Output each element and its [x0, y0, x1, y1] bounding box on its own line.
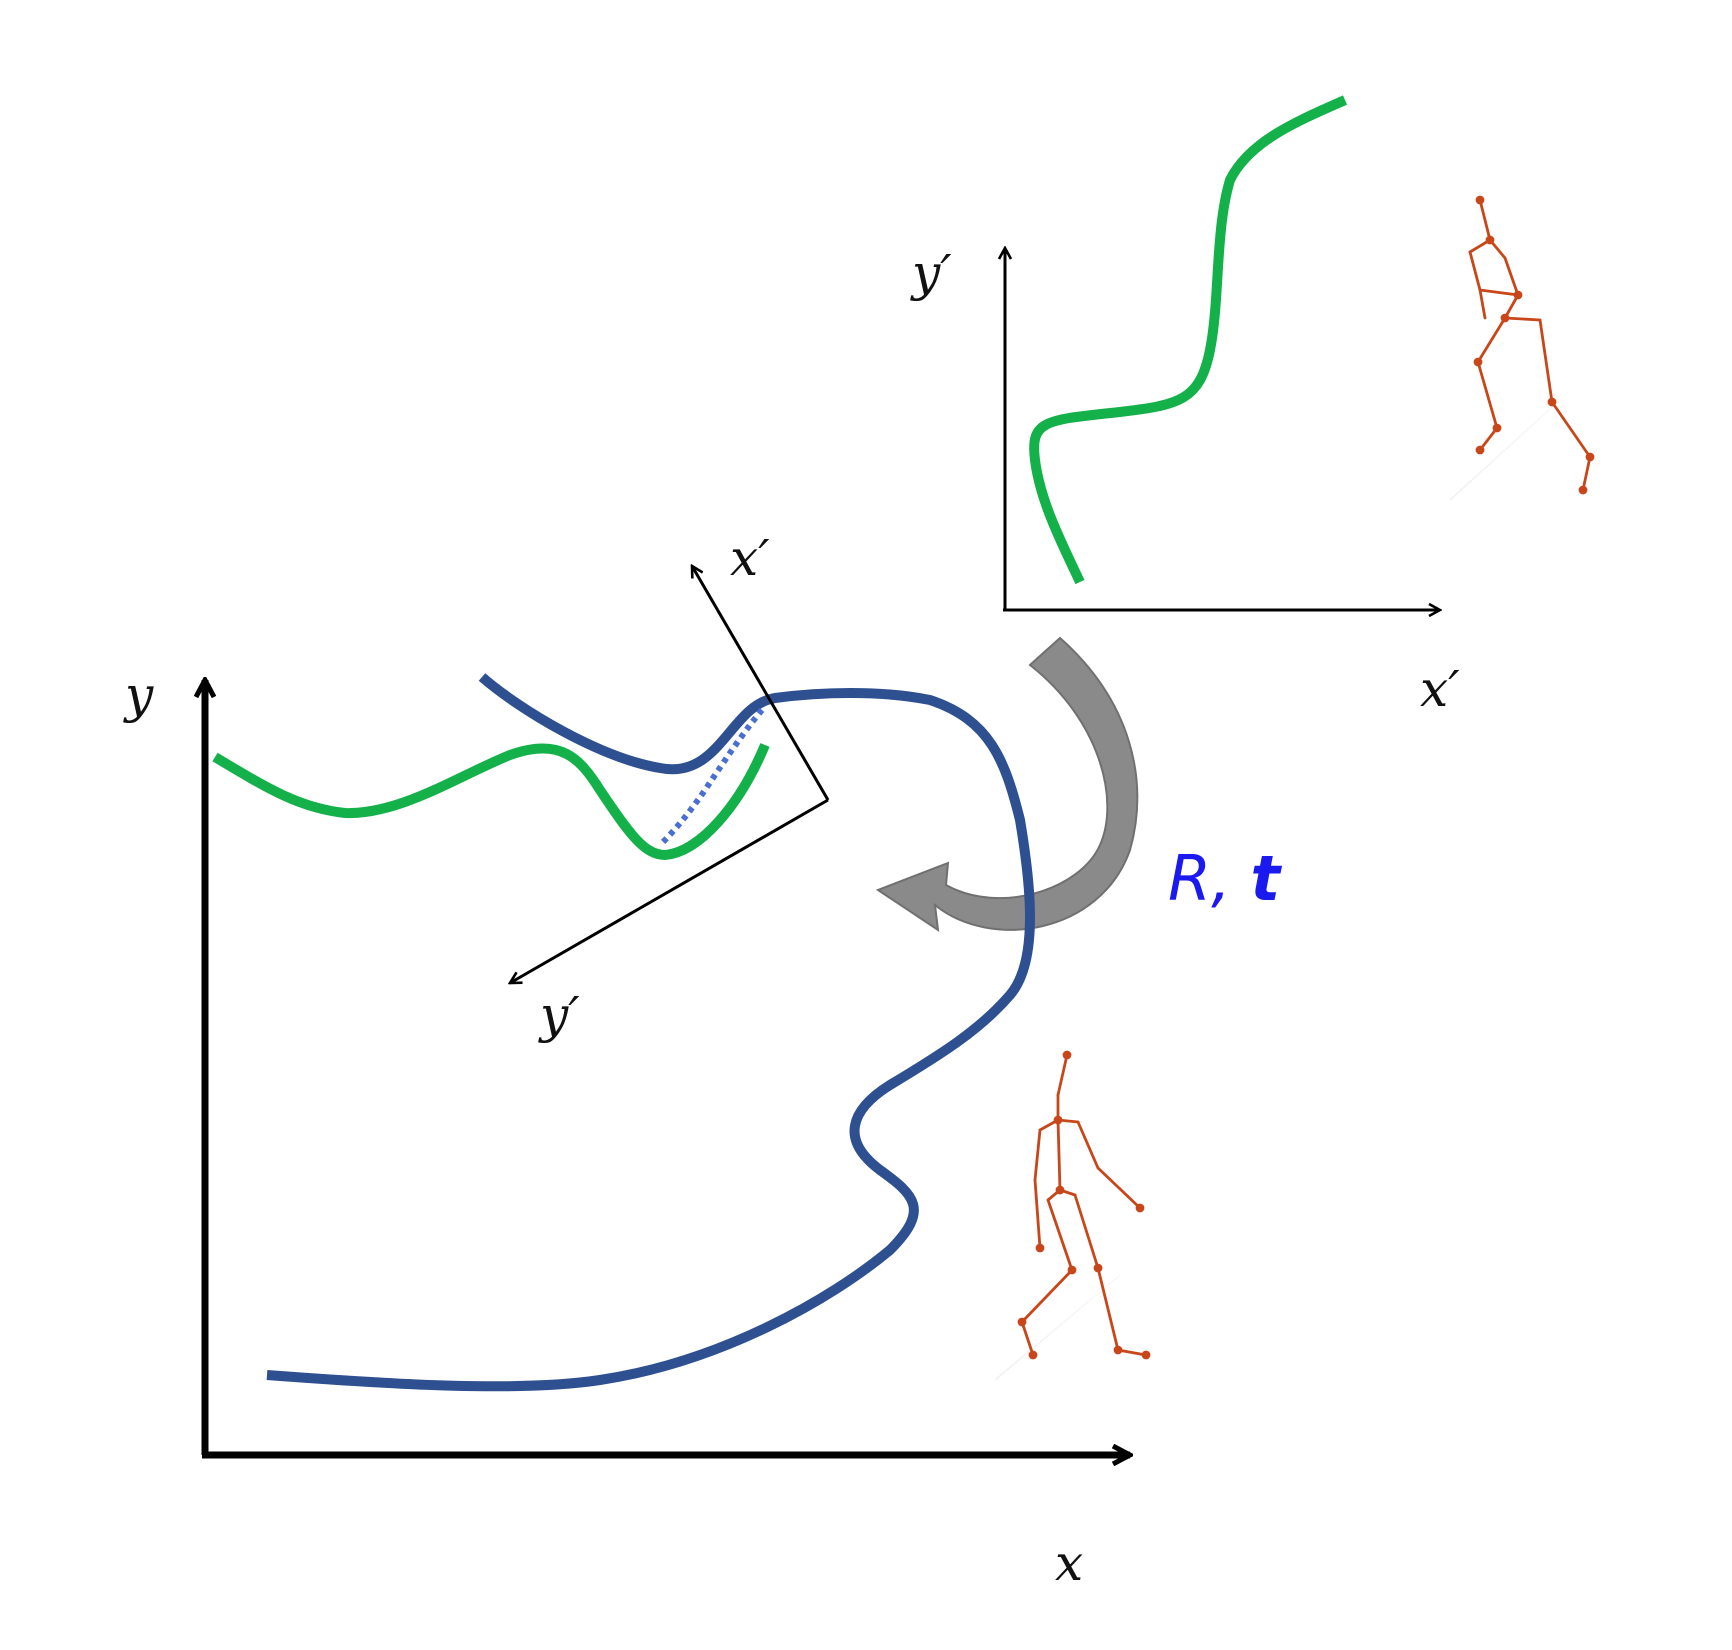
local-y-axis-rotated-label: y′: [538, 986, 580, 1044]
local-frame-upright: y′ x′: [910, 244, 1460, 718]
transform-rotation-label: R: [1168, 842, 1211, 915]
skeleton-figure-upper: [1415, 195, 1648, 501]
world-y-axis-label: y: [123, 666, 154, 724]
local-x-axis-rotated-label: x′: [730, 529, 770, 587]
global-trajectory: [266, 673, 1035, 1392]
transform-label: R, t: [1168, 842, 1283, 915]
walking-skeleton-icon: [1468, 195, 1595, 495]
dotted-alignment-segment: [659, 708, 765, 846]
transform-separator: ,: [1211, 842, 1250, 915]
skeleton-figure-lower: [975, 1050, 1195, 1381]
skeleton-grid-lower: [975, 1154, 1195, 1381]
local-x-axis-rotated: [692, 566, 830, 801]
transform-translation-label: t: [1251, 842, 1283, 915]
local-y-axis-rotated: [510, 798, 829, 983]
local-y-axis-upright-label: y′: [910, 244, 952, 302]
world-x-axis-label: x: [1055, 1534, 1083, 1592]
skeleton-grid-upper: [1415, 273, 1648, 501]
curved-arrow-icon: [875, 636, 1139, 933]
local-frame-rotated: x′ y′: [510, 529, 830, 1044]
local-trajectory-placed: [212, 743, 770, 861]
world-frame: y x: [123, 666, 1130, 1592]
local-x-axis-upright-label: x′: [1420, 660, 1460, 718]
walking-skeleton-icon: [1017, 1050, 1151, 1360]
local-trajectory-upright: [1029, 95, 1348, 585]
